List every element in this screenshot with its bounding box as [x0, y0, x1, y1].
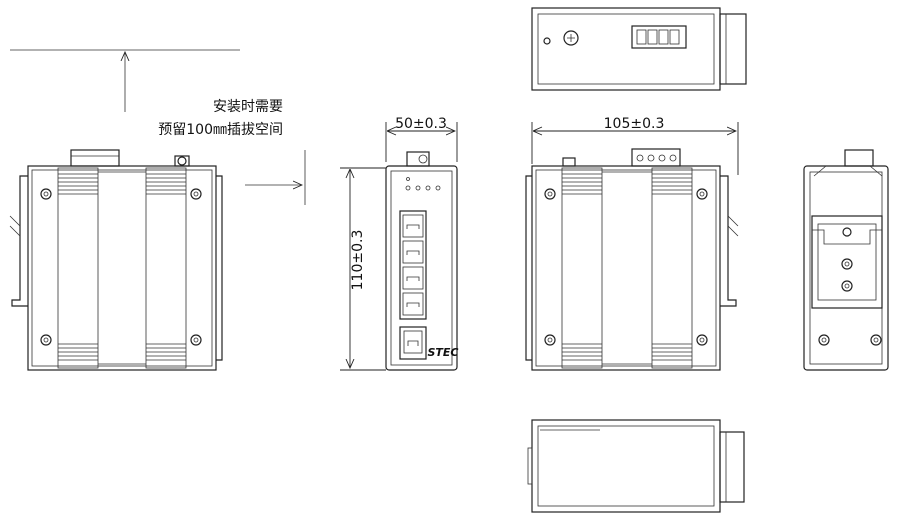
bottom-view — [527, 419, 745, 513]
left-side-view — [9, 149, 223, 371]
brand-logo: STEC — [427, 346, 458, 359]
clearance-note-line1: 安装时需要 — [213, 99, 283, 115]
rear-view — [803, 149, 889, 371]
front-view — [340, 122, 458, 371]
height-dimension: 110±0.3 — [350, 230, 366, 291]
side-width-dimension: 105±0.3 — [604, 116, 665, 132]
clearance-note-line2: 预留100㎜插拔空间 — [158, 122, 283, 138]
clearance-annotation: 安装时需要 预留100㎜插拔空间 — [10, 49, 306, 205]
top-view — [531, 7, 747, 91]
side-view — [525, 122, 739, 371]
front-width-dimension: 50±0.3 — [395, 116, 447, 132]
